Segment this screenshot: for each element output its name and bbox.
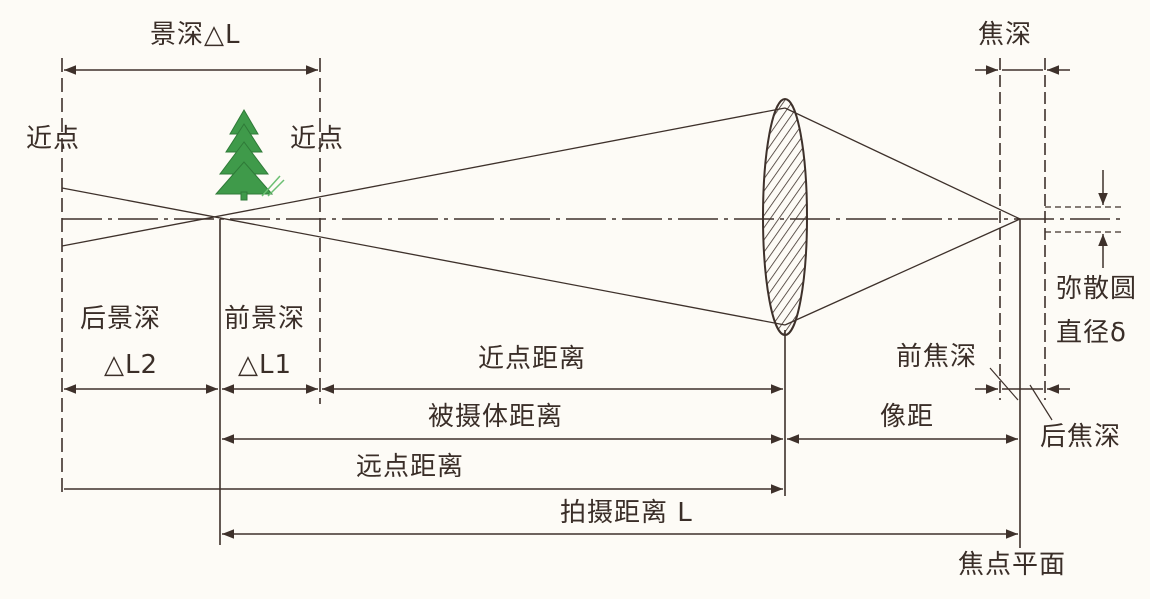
ray-far-top	[61, 187, 786, 326]
ray-image-top	[784, 107, 1021, 220]
front-dof-symbol: △L1	[238, 350, 293, 380]
subject-distance-label: 被摄体距离	[428, 402, 564, 432]
ray-image-bottom	[784, 218, 1021, 326]
front-depth-of-focus-label: 前焦深	[896, 342, 978, 372]
near-point-label-left: 近点	[26, 124, 81, 154]
focal-plane-label: 焦点平面	[958, 550, 1067, 580]
front-focus-leader	[989, 367, 1019, 401]
image-distance-label: 像距	[880, 402, 935, 432]
rear-depth-of-focus-label: 后焦深	[1040, 422, 1122, 452]
rear-dof-label: 后景深	[80, 304, 162, 334]
dof-label: 景深△L	[150, 20, 241, 50]
rear-focus-leader	[1029, 384, 1053, 421]
shooting-distance-label: 拍摄距离 L	[560, 498, 693, 528]
tree-icon	[214, 109, 285, 201]
depth-of-focus-label: 焦深	[978, 20, 1033, 50]
near-point-distance-label: 近点距离	[478, 344, 587, 374]
ray-far-bottom	[61, 107, 786, 247]
lens	[762, 98, 808, 336]
coc-label-line2: 直径δ	[1056, 318, 1127, 348]
rear-dof-symbol: △L2	[104, 350, 159, 380]
front-dof-label: 前景深	[224, 304, 306, 334]
far-point-distance-label: 远点距离	[356, 452, 465, 482]
coc-label-line1: 弥散圆	[1056, 274, 1138, 304]
near-point-label-right: 近点	[290, 124, 345, 154]
